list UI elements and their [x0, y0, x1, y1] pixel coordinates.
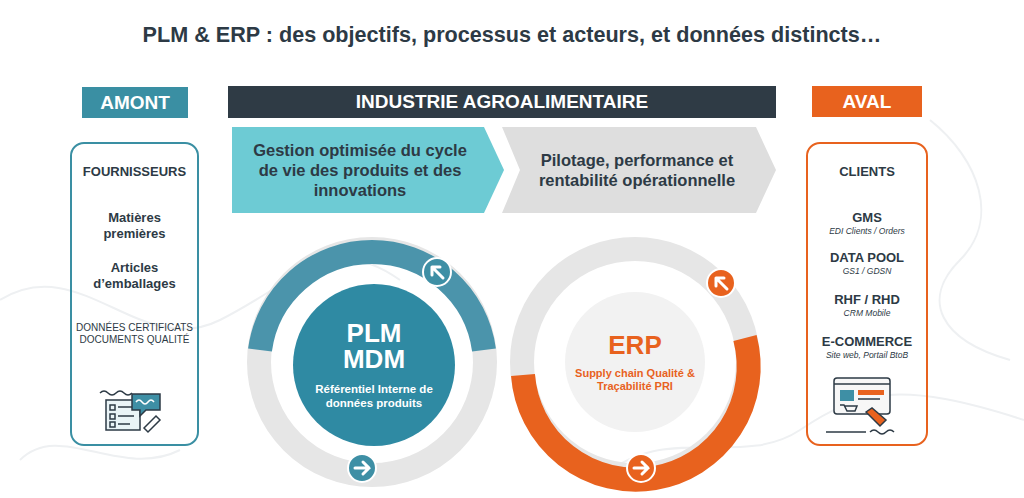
document-icon — [100, 391, 160, 432]
plm-circle: PLM MDM Référentiel Interne de données pr… — [293, 284, 455, 446]
cycle-arrow-icon — [423, 258, 451, 286]
cycle-arrow-icon — [707, 269, 735, 297]
node-heading: ERP — [608, 331, 661, 359]
objective-chevron: Pilotage, performance et rentabilité opé… — [502, 127, 776, 213]
node-heading: PLM MDM — [339, 320, 409, 372]
node-heading: INDUSTRIE AGROALIMENTAIRE — [356, 91, 648, 113]
node-text: GS1 / GDSN — [812, 266, 922, 276]
diagram-title: PLM & ERP : des objectifs, processus et … — [20, 22, 1004, 48]
cycle-arrow-icon — [348, 454, 376, 482]
node-text: CRM Mobile — [812, 308, 922, 318]
node-text: DONNÉES CERTIFICATS DOCUMENTS QUALITÉ — [76, 322, 193, 346]
erp-circle: ERP Supply chain Qualité & Traçabilité PR… — [565, 292, 705, 432]
section-label: AMONT — [82, 87, 188, 118]
cycle-arrow-icon — [627, 454, 655, 482]
node-text: GMS — [812, 210, 922, 225]
supplier-box: FOURNISSEURS Matières premièresArticles d… — [70, 142, 199, 446]
node-heading: Gestion optimisée du cycle de vie des pr… — [246, 140, 474, 200]
node-heading: FOURNISSEURS — [76, 164, 193, 179]
node-text: E-COMMERCE — [812, 334, 922, 349]
node-heading: Pilotage, performance et rentabilité opé… — [528, 150, 746, 190]
node-text: Référentiel Interne de données produits — [312, 382, 436, 410]
node-heading: CLIENTS — [812, 164, 922, 179]
node-text: Matières premières — [76, 210, 193, 242]
section-label: AVAL — [812, 86, 922, 117]
ecommerce-icon — [826, 378, 894, 434]
plm-ring — [259, 249, 485, 475]
background-swirls — [0, 120, 1024, 480]
node-text: DATA POOL — [812, 250, 922, 265]
node-text: RHF / RHD — [812, 292, 922, 307]
client-box: CLIENTS GMSEDI Clients / OrdersDATA POOLG… — [806, 142, 928, 446]
node-text: Articles d’emballages — [76, 260, 193, 292]
node-text: EDI Clients / Orders — [812, 226, 922, 236]
node-heading: AVAL — [843, 91, 892, 113]
industry-band: INDUSTRIE AGROALIMENTAIRE — [228, 86, 776, 118]
objective-chevron: Gestion optimisée du cycle de vie des pr… — [232, 127, 504, 213]
node-text: Site web, Portail BtoB — [812, 350, 922, 360]
chevron-shape — [502, 127, 776, 213]
node-heading: AMONT — [100, 92, 170, 114]
node-text: Supply chain Qualité & Traçabilité PRI — [572, 367, 698, 393]
